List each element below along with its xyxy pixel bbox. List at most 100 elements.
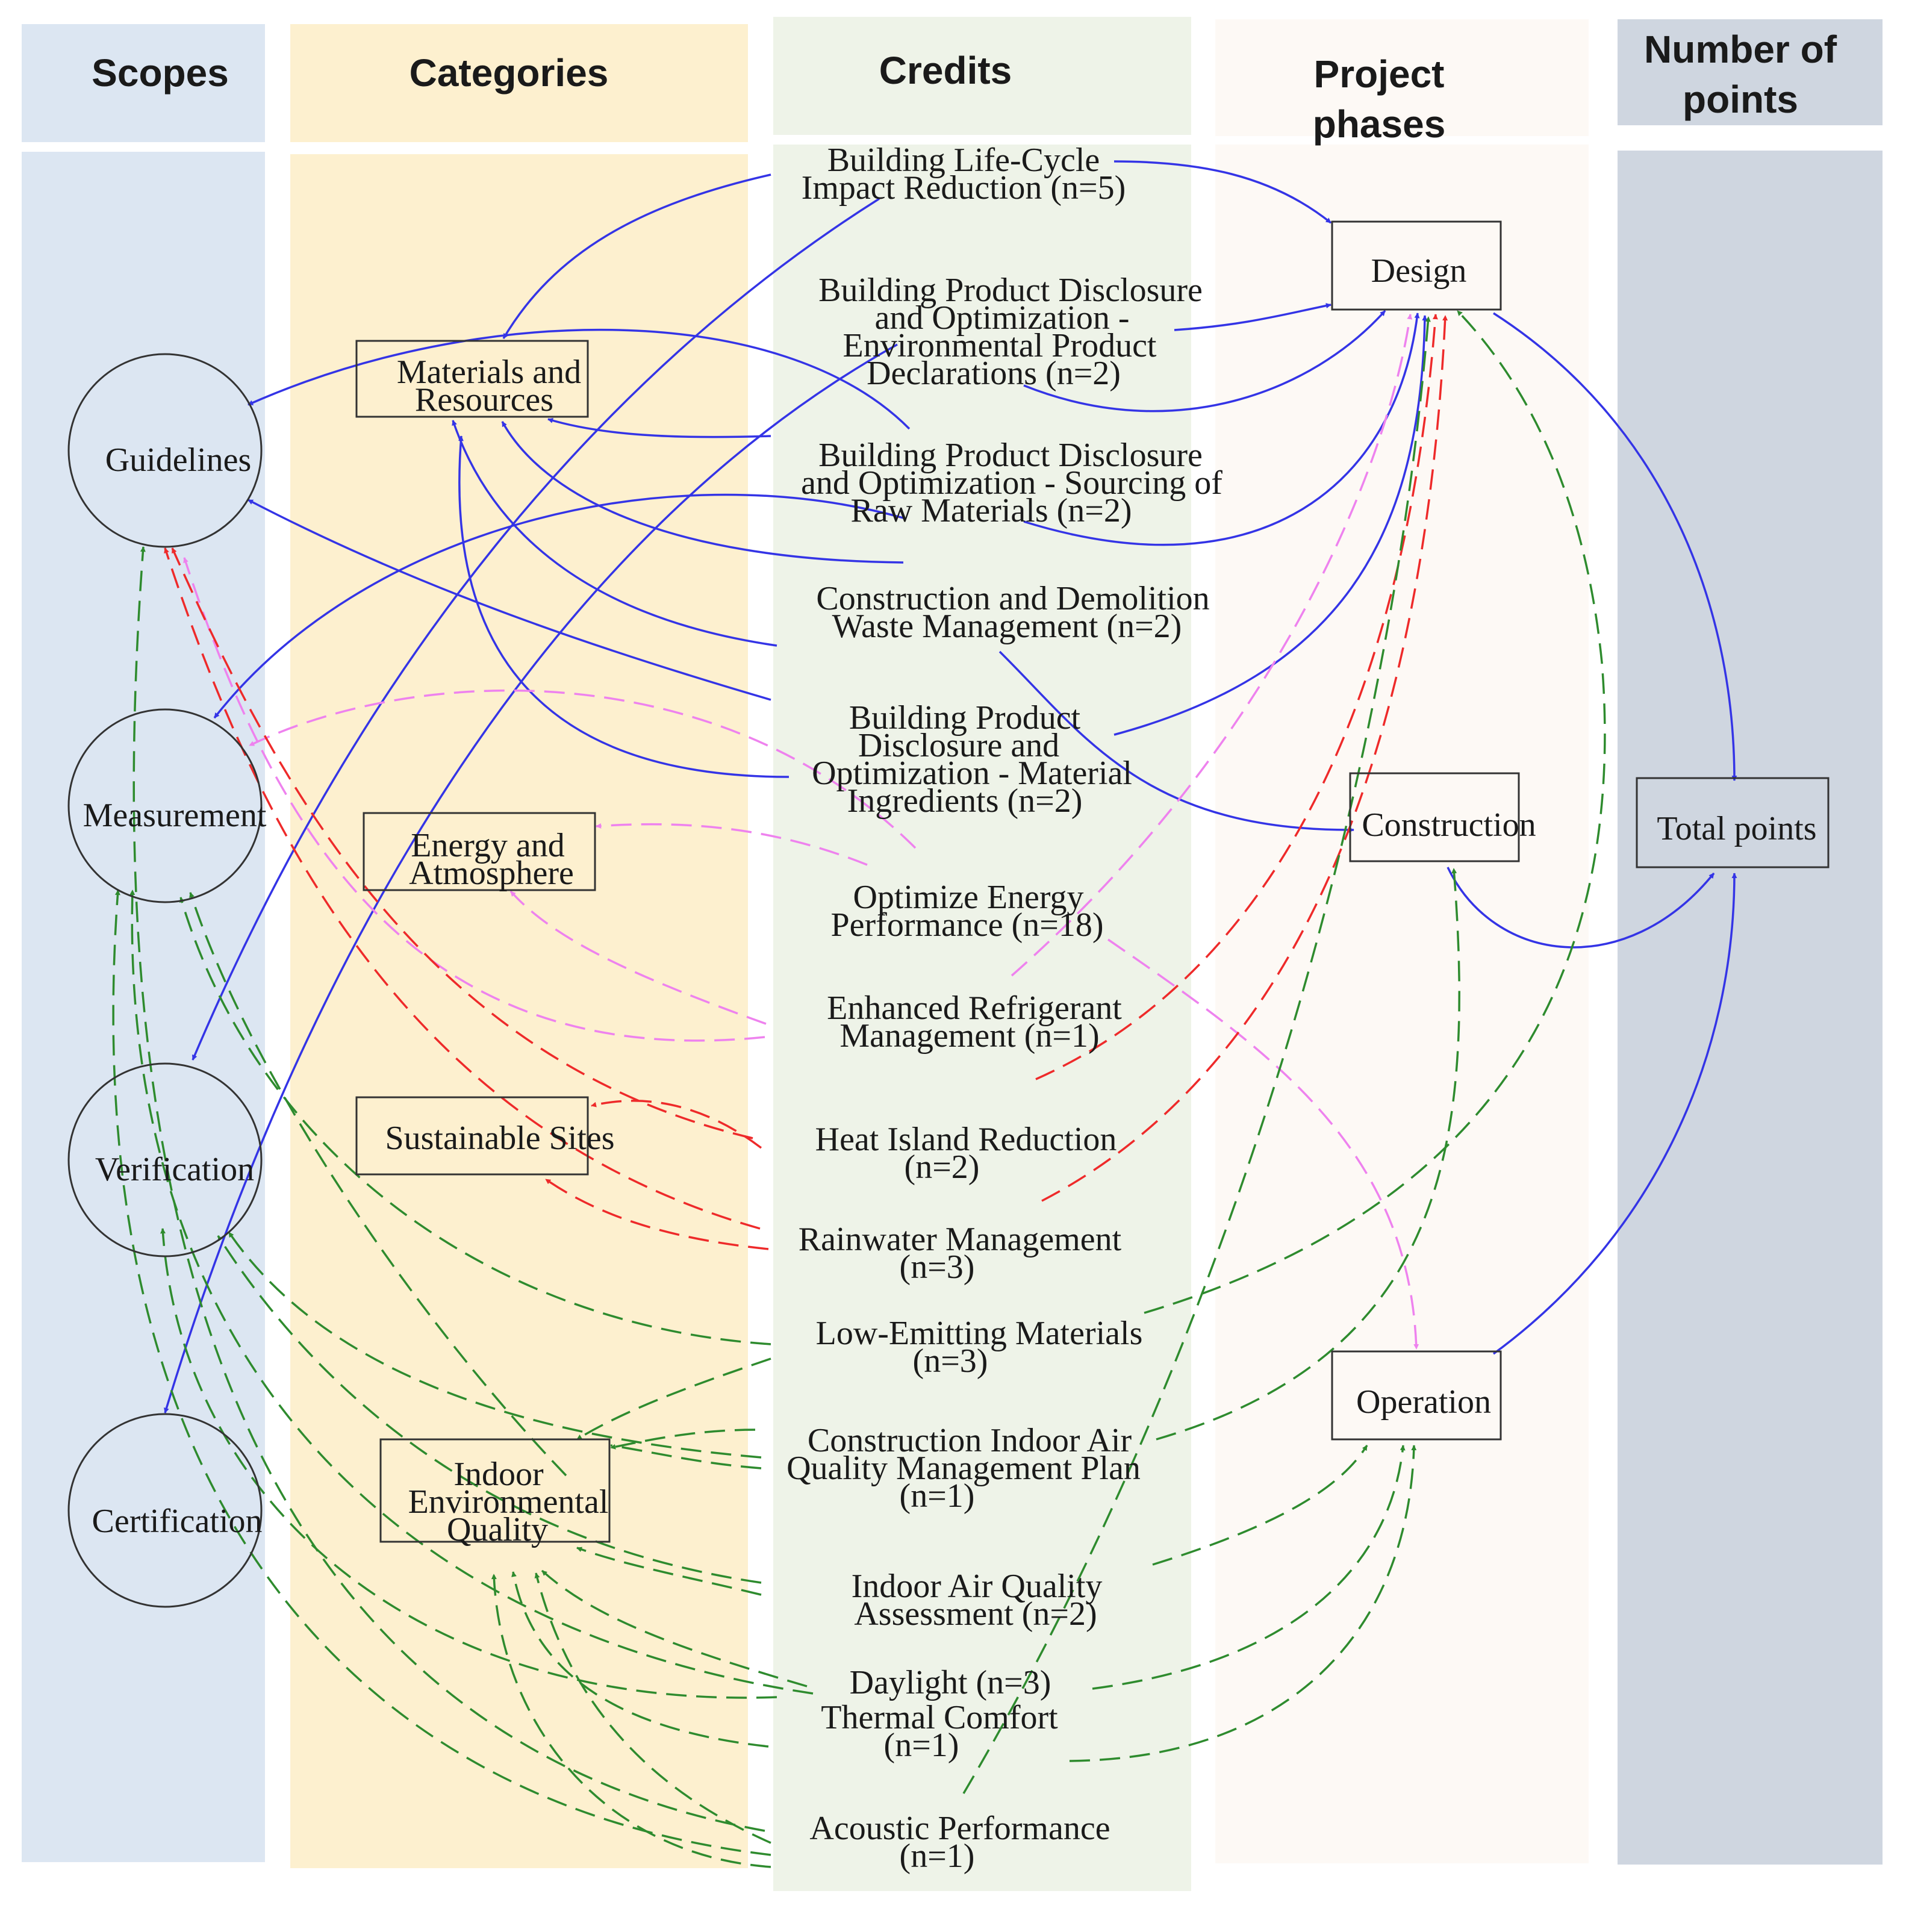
credits-column-bg (773, 145, 1191, 1891)
points-header-line2: points (1683, 78, 1798, 121)
materials-edges (164, 160, 1737, 1413)
category-label-energy-2: Atmosphere (409, 855, 574, 892)
edge-c1-verification (192, 198, 880, 1061)
credit-c5-line4: Ingredients (n=2) (847, 782, 1083, 820)
sites-edges (164, 314, 1448, 1250)
credit-c9-line1: Rainwater Management (799, 1221, 1122, 1258)
edge-c5-guidelines (248, 499, 771, 701)
category-label-ieq-1: Indoor (453, 1456, 544, 1493)
edge-c14-operation (1069, 1445, 1417, 1762)
scope-node-certification[interactable] (67, 1413, 263, 1608)
credit-c2-line3: Environmental Product (842, 327, 1156, 364)
credit-c15-line1: Acoustic Performance (809, 1810, 1110, 1847)
category-label-ieq-3: Quality (447, 1511, 548, 1548)
edge-c2-design-curve (1023, 310, 1386, 413)
points-header-line1: Number of (1644, 27, 1837, 71)
phases-header-line2: phases (1312, 102, 1446, 146)
edge-ieq-measurement (189, 892, 567, 1477)
credit-c5-line3: Optimization - Material (812, 755, 1132, 792)
credit-c6-line2: Performance (n=18) (831, 906, 1104, 944)
credit-c14-line1: Thermal Comfort (821, 1699, 1058, 1736)
edge-c14-verification (160, 1228, 777, 1699)
phases-header-bg (1215, 19, 1589, 136)
credit-c1-line1: Building Life-Cycle (827, 142, 1100, 179)
scope-nodes (67, 353, 263, 1608)
points-header-bg (1618, 19, 1883, 125)
energy-edges (183, 314, 1419, 1350)
edge-c6-measurement (249, 689, 917, 849)
edge-c9-guidelines (164, 547, 761, 1230)
edge-c1-materials (502, 173, 771, 339)
edge-c6-energy (596, 823, 868, 866)
credits-header-bg (773, 17, 1191, 135)
phase-node-construction[interactable] (1349, 772, 1520, 862)
edge-c5-materials (458, 435, 789, 778)
edge-c2-materials (547, 418, 771, 438)
category-node-sites[interactable] (355, 1096, 589, 1176)
edge-c2-design (1174, 303, 1331, 331)
edge-c7-energy (509, 890, 767, 1025)
edge-c10-design (1144, 310, 1606, 1314)
scope-node-measurement[interactable] (67, 708, 263, 903)
category-label-sites: Sustainable Sites (385, 1120, 614, 1157)
scope-label-verification: Verification (95, 1151, 254, 1188)
points-column-bg (1618, 151, 1883, 1865)
edge-c8-design (1035, 314, 1438, 1080)
credit-c13-line1: Daylight (n=3) (850, 1664, 1051, 1701)
category-node-energy[interactable] (363, 812, 596, 891)
phase-label-operation: Operation (1356, 1383, 1491, 1421)
edge-c12-verification (217, 1235, 762, 1584)
phase-node-operation[interactable] (1331, 1350, 1502, 1441)
credit-c11-line1: Construction Indoor Air (808, 1422, 1132, 1459)
category-label-materials-2: Resources (415, 381, 553, 419)
credit-c11-line3: (n=1) (900, 1477, 975, 1515)
edge-c3-design (1023, 313, 1420, 546)
points-header: Number of points (1596, 22, 1885, 128)
category-label-ieq-2: Environmental (408, 1483, 609, 1521)
category-node-materials[interactable] (355, 340, 589, 418)
edge-construction-total (1447, 867, 1715, 949)
scope-label-guidelines: Guidelines (105, 441, 252, 479)
credit-c5-line1: Building Product (849, 699, 1081, 737)
edge-c3-measurement (213, 493, 904, 719)
credits-header: Credits (879, 49, 1012, 93)
scope-node-verification[interactable] (67, 1062, 263, 1257)
categories-header-bg (290, 24, 748, 142)
edge-c10-measurement (179, 897, 771, 1345)
total-points-node[interactable] (1636, 777, 1830, 868)
edge-c3-materials (501, 421, 904, 564)
edge-c12-ieq (576, 1547, 762, 1596)
edge-c4-materials (452, 420, 777, 647)
credit-c1-line2: Impact Reduction (n=5) (802, 169, 1126, 207)
edge-c12-operation (1152, 1445, 1368, 1566)
edge-c15-ieq-2 (534, 1572, 771, 1844)
edge-c2-guidelines (248, 328, 911, 430)
phases-header: Project phases (1229, 42, 1530, 157)
category-node-ieq[interactable] (379, 1438, 611, 1543)
edge-c7-design (1011, 314, 1413, 977)
edge-c4-construction (998, 650, 1354, 833)
credit-c6-line1: Optimize Energy (853, 879, 1083, 916)
edge-c15-guidelines (132, 546, 765, 1832)
scopes-header: Scopes (92, 51, 229, 95)
category-label-energy-1: Energy and (411, 827, 565, 864)
edge-c2-certification (164, 343, 898, 1413)
credit-c14-line2: (n=1) (884, 1727, 959, 1764)
scope-node-guidelines[interactable] (67, 353, 263, 548)
ieq-edges (112, 310, 1606, 1868)
categories-column-bg (290, 154, 748, 1868)
edge-c1-design (1113, 160, 1332, 224)
category-label-materials-1: Materials and (397, 354, 581, 391)
phases-column-bg (1215, 145, 1589, 1863)
edge-c8-sites (591, 1100, 762, 1149)
scope-label-measurement: Measurement (83, 797, 267, 834)
edge-c15-design (962, 316, 1431, 1794)
phase-node-design[interactable] (1331, 220, 1502, 311)
edge-operation-total (1492, 873, 1737, 1355)
edge-c13-measurement (129, 890, 814, 1695)
credit-c10-line1: Low-Emitting Materials (816, 1315, 1143, 1352)
credit-c4-line2: Waste Management (n=2) (832, 608, 1182, 645)
credit-c5-line2: Disclosure and (858, 727, 1059, 764)
credit-c2-line2: and Optimization - (874, 299, 1129, 337)
